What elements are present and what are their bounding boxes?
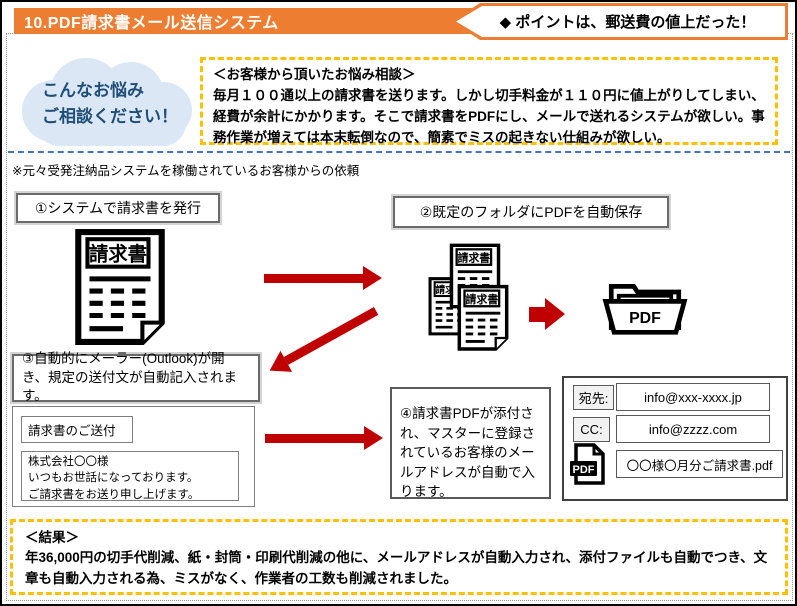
worry-cloud: こんなお悩み ご相談ください！ xyxy=(22,58,194,150)
cc-label: CC: xyxy=(573,417,610,442)
worry-cloud-text: こんなお悩み ご相談ください！ xyxy=(42,78,178,129)
result-title: ＜結果＞ xyxy=(25,530,79,545)
mail-body-line3: ご請求書をお送り申し上げます。 xyxy=(28,488,200,501)
worry-cloud-line1: こんなお悩み xyxy=(42,81,144,100)
worry-cloud-line2: ご相談ください！ xyxy=(42,106,178,126)
invoice-title-label: 請求書 xyxy=(465,292,498,306)
invoice-stack-front-icon: 請求書 xyxy=(457,284,509,351)
to-label: 宛先: xyxy=(573,385,614,410)
section-divider xyxy=(8,151,790,153)
pdf-badge-label: PDF xyxy=(573,464,595,476)
invoice-title-label: 請求書 xyxy=(458,250,491,264)
consultation-box: ＜お客様から頂いたお悩み相談＞ 毎月１００通以上の請求書を送ります。しかし切手料… xyxy=(200,57,778,145)
arrow-right-icon xyxy=(264,266,382,290)
invoice-document-icon: 請求書 xyxy=(75,229,165,345)
consultation-title: ＜お客様から頂いたお悩み相談＞ xyxy=(213,67,416,82)
email-panel: 宛先: info@xxx-xxxx.jp CC: info@zzzz.com P… xyxy=(562,376,788,501)
note-text: ※元々受発注納品システムを稼働されているお客様からの依頼 xyxy=(12,164,360,178)
page-title: 10.PDF請求書メール送信システム xyxy=(24,15,279,32)
step2-box: ②既定のフォルダにPDFを自動保存 xyxy=(393,196,669,228)
step1-box: ①システムで請求書を発行 xyxy=(16,193,220,223)
to-field: info@xxx-xxxx.jp xyxy=(616,383,770,411)
result-box: ＜結果＞ 年36,000円の切手代削減、紙・封筒・印刷代削減の他に、メールアドレ… xyxy=(10,519,788,595)
result-body: 年36,000円の切手代削減、紙・封筒・印刷代削減の他に、メールアドレスが自動入… xyxy=(25,550,768,586)
mail-body-line1: 株式会社〇〇様 xyxy=(28,456,109,468)
consultation-body: 毎月１００通以上の請求書を送ります。しかし切手料金が１１０円に値上がりしてしまい… xyxy=(213,87,765,145)
invoice-title-label: 請求書 xyxy=(89,243,147,266)
cc-field: info@zzzz.com xyxy=(616,415,770,443)
pdf-folder-icon: PDF xyxy=(602,284,688,335)
step3-box: ③自動的にメーラー(Outlook)が開き、規定の送付文が自動記入されます。 xyxy=(12,351,260,403)
arrow-right-icon xyxy=(265,426,383,450)
step4-box: ④請求書PDFが添付され、マスターに登録されているお客様のメールアドレスが自動で… xyxy=(390,387,551,499)
point-callout: ◆ ポイントは、郵送費の値上だった！ xyxy=(452,3,788,40)
folder-label: PDF xyxy=(629,310,661,327)
point-callout-text: ◆ ポイントは、郵送費の値上だった！ xyxy=(456,6,785,37)
pdf-file-icon: PDF xyxy=(570,443,605,485)
mail-subject-box: 請求書のご送付 xyxy=(21,416,133,443)
attachment-field: 〇〇様〇月分ご請求書.pdf xyxy=(616,450,783,478)
mail-body-box: 株式会社〇〇様 いつもお世話になっております。 ご請求書をお送り申し上げます。 xyxy=(21,451,239,501)
mail-body-line2: いつもお世話になっております。 xyxy=(28,472,199,485)
block-arrow-icon xyxy=(529,298,565,330)
mail-preview: 請求書のご送付 株式会社〇〇様 いつもお世話になっております。 ご請求書をお送り… xyxy=(12,406,255,507)
